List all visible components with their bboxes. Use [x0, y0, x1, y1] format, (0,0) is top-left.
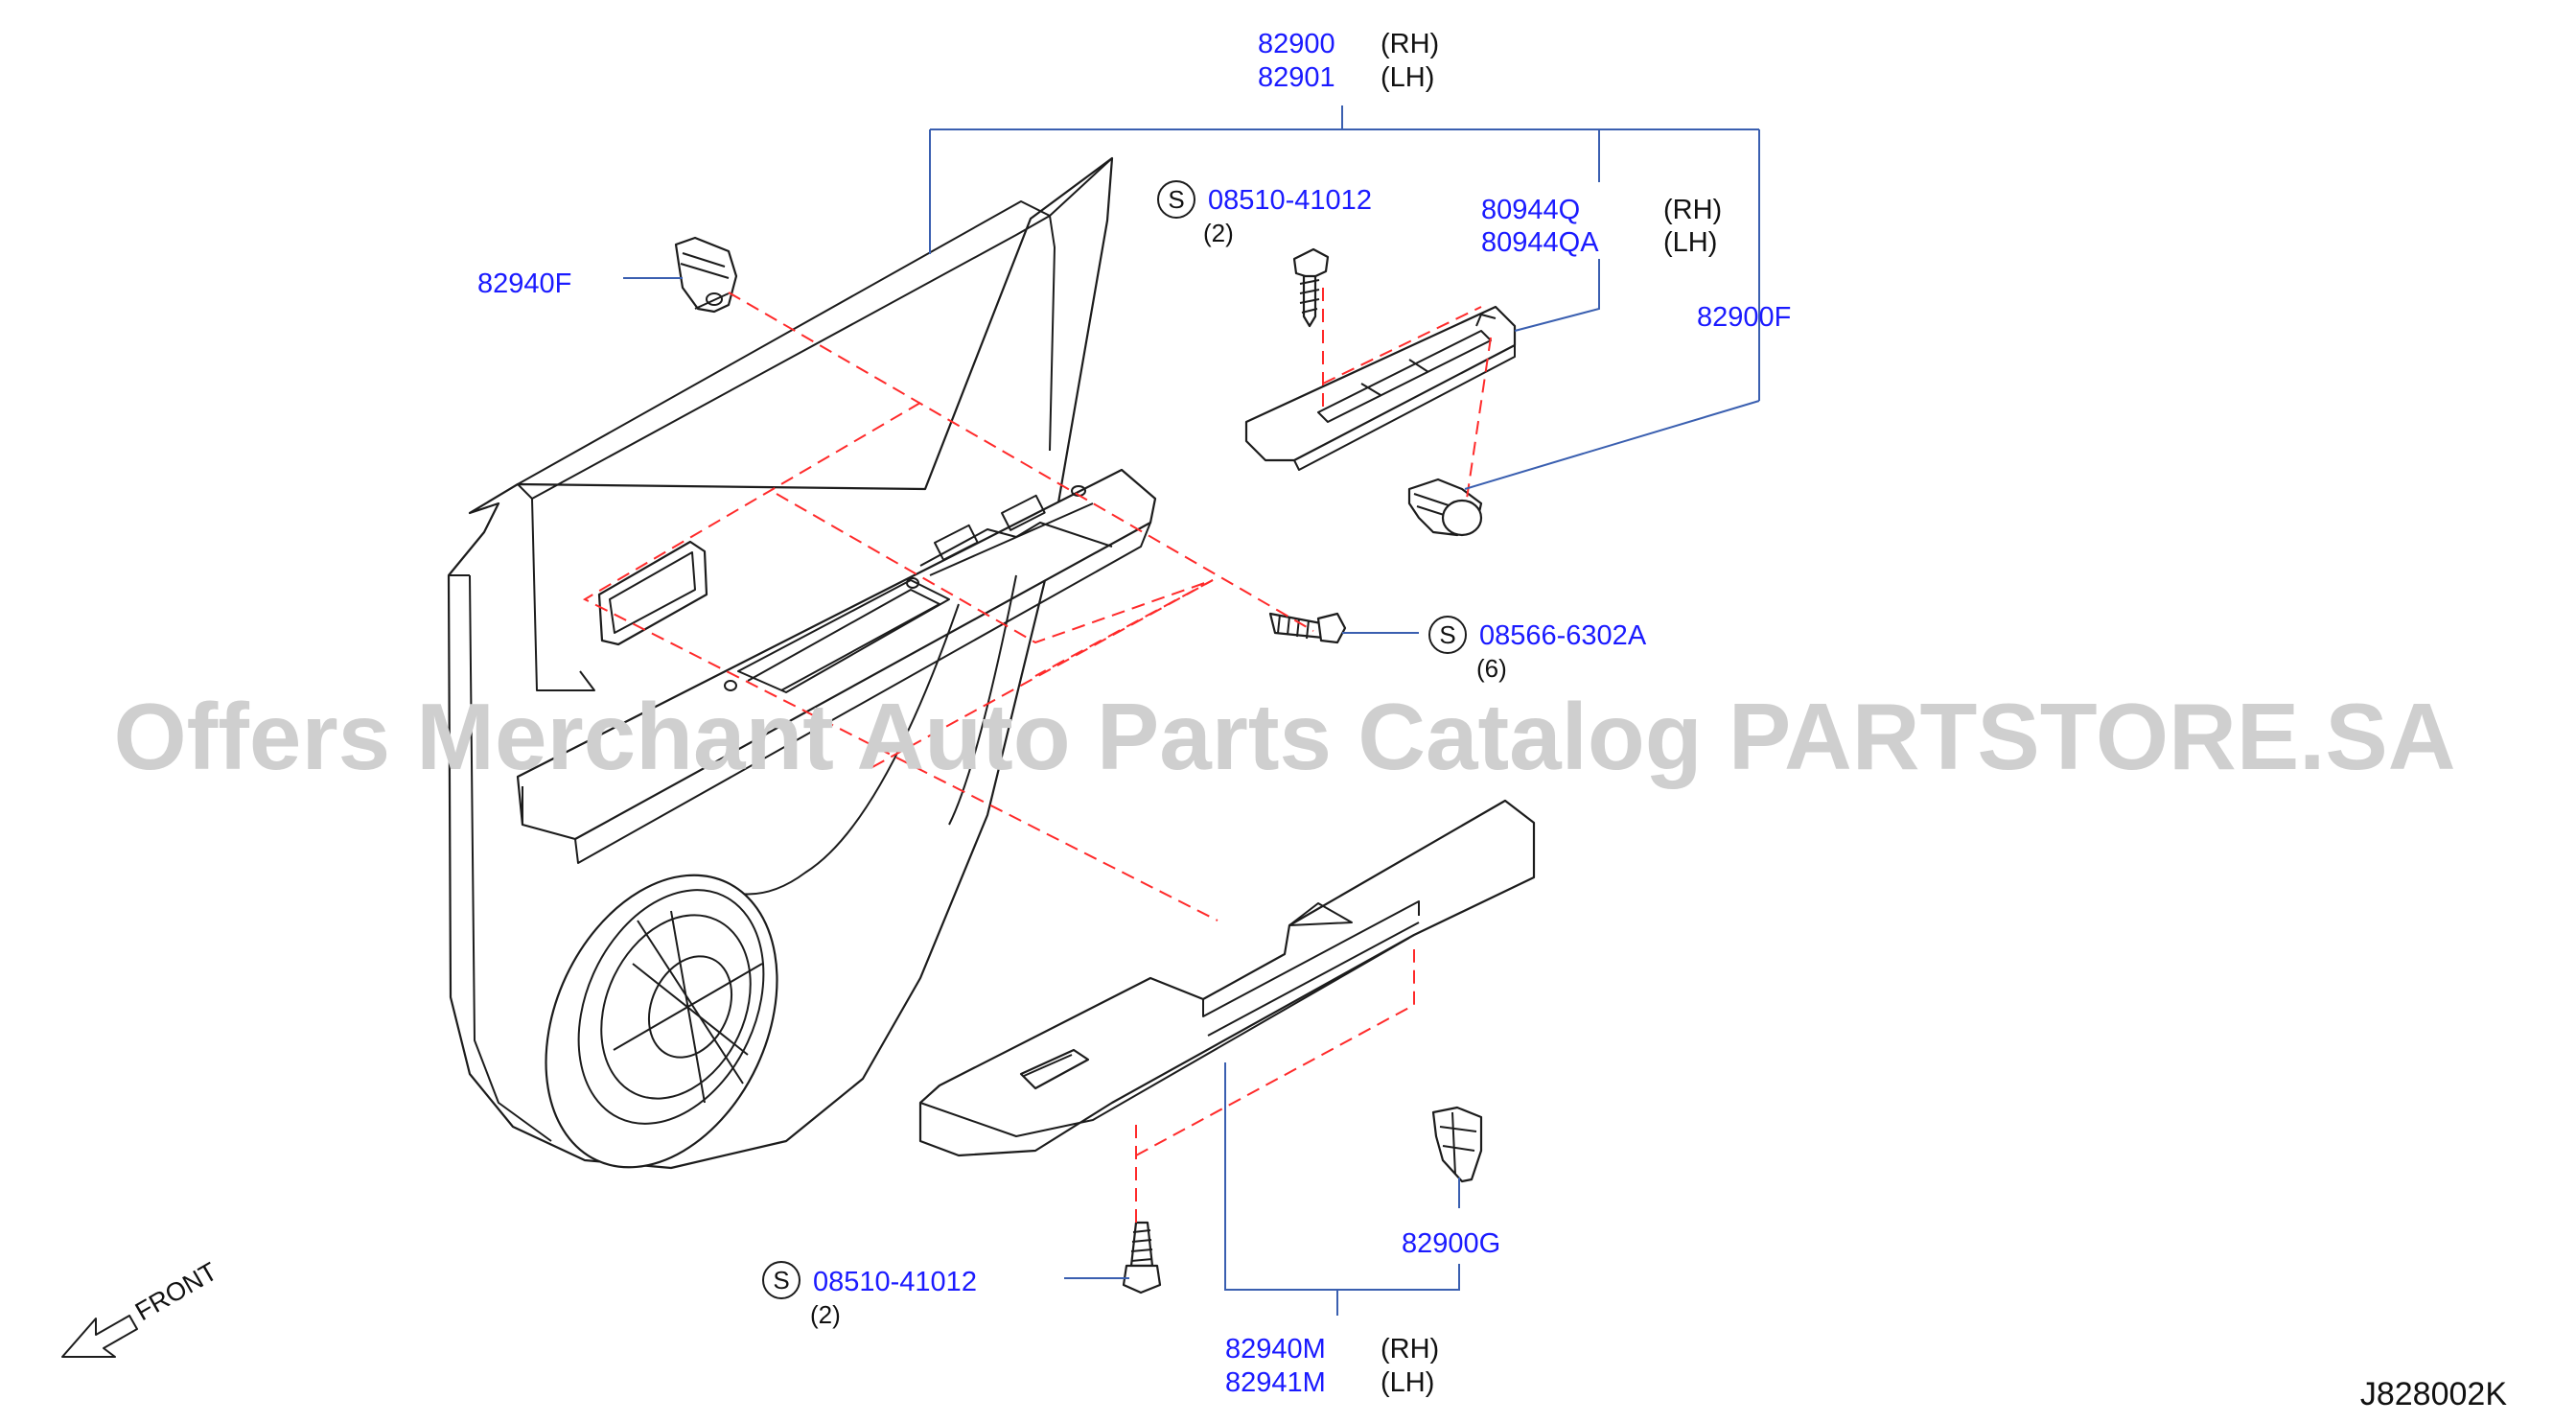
- part-number-82940M[interactable]: 82940M: [1225, 1334, 1326, 1365]
- front-indicator: FRONT: [61, 1257, 222, 1358]
- side-lh-label: (LH): [1381, 62, 1434, 93]
- part-number-08566-6302A[interactable]: 08566-6302A: [1479, 620, 1647, 651]
- diagram-code: J828002K: [2360, 1376, 2507, 1412]
- part-number-82900F[interactable]: 82900F: [1697, 302, 1791, 333]
- callout-screw-mid: S 08566-6302A (6): [1428, 616, 1647, 683]
- callout-pull-handle: 80944Q (RH) 80944QA (LH): [1481, 195, 1722, 258]
- callout-clip-top: 82940F: [477, 268, 571, 299]
- door-trim-panel: [447, 156, 1157, 1170]
- front-label: FRONT: [130, 1257, 222, 1326]
- part-number-82900[interactable]: 82900: [1258, 29, 1335, 59]
- quantity-label: (2): [1203, 219, 1234, 247]
- side-rh-label: (RH): [1663, 195, 1722, 225]
- callout-screw-bottom: S 08510-41012 (2): [762, 1261, 977, 1329]
- part-number-82901[interactable]: 82901: [1258, 62, 1335, 93]
- clip-82940F-shape: [674, 236, 738, 314]
- side-lh-label: (LH): [1381, 1367, 1434, 1398]
- part-number-82941M[interactable]: 82941M: [1225, 1367, 1326, 1398]
- screw-symbol-circle: [1428, 616, 1467, 654]
- front-arrow-icon: [61, 1315, 138, 1358]
- part-number-82940F[interactable]: 82940F: [477, 268, 571, 299]
- clip-82900F-shape: [1407, 478, 1483, 537]
- part-number-80944Q[interactable]: 80944Q: [1481, 195, 1580, 225]
- callout-armrest: 82940M (RH) 82941M (LH): [1225, 1334, 1439, 1398]
- callout-clip-handle: 82900F: [1697, 302, 1791, 333]
- part-number-08510-41012-bottom[interactable]: 08510-41012: [813, 1267, 977, 1297]
- part-number-82900G[interactable]: 82900G: [1402, 1228, 1500, 1259]
- quantity-label: (2): [810, 1300, 841, 1329]
- screw-symbol-circle: [762, 1261, 801, 1299]
- screw-top-shape: [1292, 247, 1330, 328]
- leader-lines: [623, 105, 1760, 1316]
- side-rh-label: (RH): [1381, 1334, 1439, 1365]
- side-lh-label: (LH): [1663, 227, 1717, 258]
- callout-screw-top: S 08510-41012 (2): [1157, 180, 1372, 247]
- side-rh-label: (RH): [1381, 29, 1439, 59]
- screw-symbol-label: S: [773, 1266, 789, 1295]
- screw-symbol-label: S: [1168, 185, 1184, 214]
- part-number-80944QA[interactable]: 80944QA: [1481, 227, 1599, 258]
- screw-bottom-shape: [1122, 1221, 1162, 1295]
- clip-82900G-shape: [1431, 1106, 1483, 1183]
- armrest-finisher: [918, 799, 1536, 1157]
- screw-mid-shape: [1268, 612, 1347, 644]
- quantity-label: (6): [1476, 654, 1507, 683]
- part-number-08510-41012-top[interactable]: 08510-41012: [1208, 185, 1372, 216]
- watermark-text: Offers Merchant Auto Parts Catalog PARTS…: [113, 684, 2455, 789]
- callout-clip-armrest: 82900G: [1402, 1228, 1500, 1259]
- callout-door-finisher: 82900 (RH) 82901 (LH): [1258, 29, 1439, 93]
- screw-symbol-label: S: [1439, 620, 1455, 649]
- screw-symbol-circle: [1157, 180, 1195, 219]
- pull-handle: [1244, 305, 1517, 471]
- alignment-dash-lines: [582, 288, 1492, 1223]
